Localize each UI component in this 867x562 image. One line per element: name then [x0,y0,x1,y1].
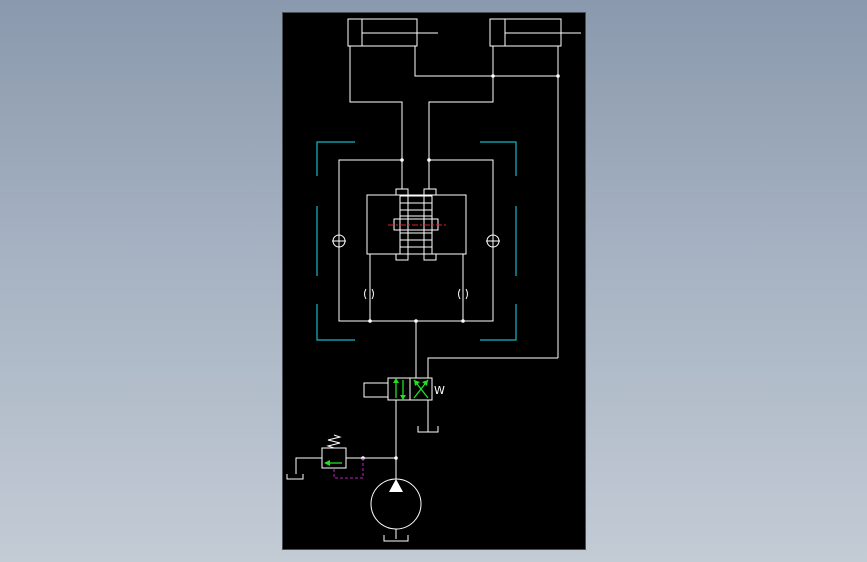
throttle-left [364,288,374,300]
pressure-line [346,400,398,479]
hydraulic-schematic: W [286,18,581,542]
hydraulic-pump [370,478,422,542]
assembly-boundary-frame [316,141,517,341]
relief-valve [286,434,347,480]
spring-return-label: W [434,384,445,397]
check-valve-left [332,234,346,248]
throttle-right [458,288,468,300]
hydraulic-cylinder-right [489,18,581,47]
relief-pilot-line [333,458,364,479]
gear-flow-divider [366,160,467,321]
cylinder-piping [349,46,560,378]
hydraulic-cylinder-left [347,18,438,47]
directional-valve [363,377,433,401]
check-valve-right [486,234,500,248]
hydraulic-schematic-canvas: W [282,12,586,550]
valve-tank-return [417,400,439,433]
